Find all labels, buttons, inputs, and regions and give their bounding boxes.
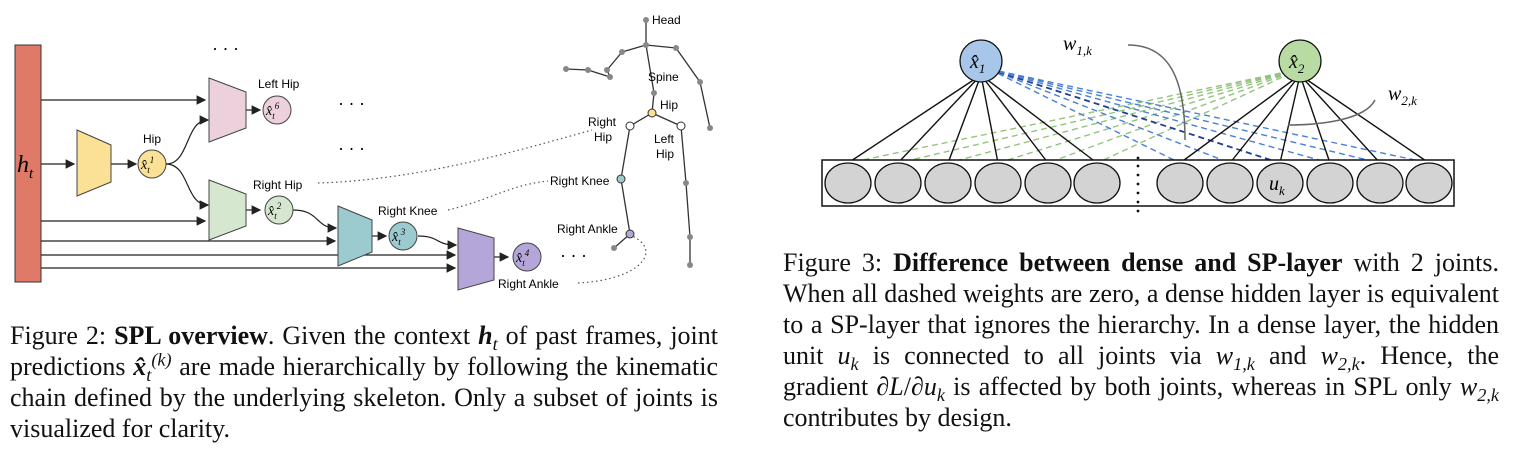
skel-left-hip-1: Left (654, 132, 675, 146)
svg-text:x̂t1: x̂t1 (140, 155, 154, 175)
pred-right-knee: x̂t3 (388, 221, 418, 251)
weight-x2-right-2 (1279, 74, 1301, 164)
left-hip-block (208, 77, 247, 143)
svg-text:x̂1: x̂1 (969, 51, 985, 76)
weight-x1-left-3 (980, 74, 999, 164)
weight-x1-right-1 (988, 68, 1231, 164)
context-label: ht (17, 152, 34, 182)
right-hip-block (208, 179, 247, 241)
weight-x1-left-5 (980, 74, 1098, 164)
hidden-unit (1405, 162, 1453, 204)
uk-label: uk (1269, 173, 1285, 198)
hip-block (76, 129, 112, 197)
skel-right-ankle: Right Ankle (557, 222, 618, 236)
label-left-hip: Left Hip (258, 77, 300, 91)
context-bar (14, 44, 42, 283)
weight-x2-right-3 (1299, 74, 1331, 164)
hidden-unit (1156, 162, 1204, 204)
hidden-unit (974, 162, 1022, 204)
svg-text:x̂t6: x̂t6 (265, 101, 280, 121)
pred-right-ankle: x̂t4 (512, 242, 542, 272)
hidden-unit (1306, 162, 1354, 204)
weight-x1-right-2 (988, 68, 1281, 164)
skel-right-knee: Right Knee (550, 174, 610, 188)
weight-x1-left-1 (897, 74, 982, 164)
pred-left-hip: x̂t6 (262, 95, 292, 125)
weight-x2-left-5 (1096, 68, 1301, 164)
figure2-diagram: ht x̂t1 x̂t6 x̂t2 x̂t3 (14, 13, 713, 291)
w2k-label: w2,k (1388, 83, 1417, 108)
hidden-unit (874, 162, 922, 204)
ellipsis-mid1: · · · (338, 94, 365, 114)
weight-x1-right-3 (988, 68, 1331, 164)
skel-right-hip-2: Hip (594, 130, 612, 144)
hidden-unit (824, 162, 872, 204)
svg-text:x̂t2: x̂t2 (267, 201, 282, 221)
ellipsis-top: · · · (212, 39, 239, 59)
skel-spine: Spine (648, 70, 679, 84)
pred-hip: x̂t1 (137, 149, 167, 179)
hidden-unit (1024, 162, 1072, 204)
weight-x2-left-1 (897, 68, 1301, 164)
skel-left-hip-2: Hip (656, 147, 674, 161)
hidden-unit (1206, 162, 1254, 204)
ellipsis-mid2: · · · (338, 139, 365, 159)
weight-x2-left-2 (947, 68, 1301, 164)
skel-right-hip-1: Right (588, 115, 617, 129)
weight-x2-right-4 (1299, 74, 1381, 164)
weight-x2-right-0 (1179, 74, 1301, 164)
weight-x2-left-3 (997, 68, 1301, 164)
right-ankle-block (457, 227, 495, 291)
right-knee-block (337, 205, 373, 267)
svg-text:x̂2: x̂2 (1288, 51, 1305, 76)
pred-right-hip: x̂t2 (264, 195, 294, 225)
hidden-unit (1356, 162, 1404, 204)
ellipsis-right: · · · (560, 246, 587, 266)
hidden-unit (1256, 162, 1304, 204)
figure3-diagram: uk x̂1 x̂2 w1,k w2,k (821, 33, 1455, 213)
w1k-label: w1,k (1063, 33, 1092, 58)
figure2-caption: Figure 2: SPL overview. Given the contex… (10, 321, 718, 443)
hidden-unit (1073, 162, 1121, 204)
figure3-caption: Figure 3: Difference between dense and S… (783, 248, 1500, 432)
svg-text:x̂t4: x̂t4 (515, 248, 530, 268)
weight-x1-left-2 (947, 74, 982, 164)
weight-x2-left-0 (847, 68, 1301, 164)
joint-x2: x̂2 (1278, 39, 1322, 83)
weight-x1-right-0 (988, 68, 1181, 164)
weight-x2-right-1 (1229, 74, 1301, 164)
skeleton (565, 20, 711, 265)
skel-head: Head (652, 13, 681, 27)
skel-hip: Hip (660, 98, 678, 112)
weight-x1-left-0 (847, 74, 982, 164)
label-right-ankle: Right Ankle (498, 277, 559, 291)
label-hip: Hip (143, 132, 161, 146)
weight-x1-left-4 (980, 74, 1049, 164)
weight-x2-left-4 (1047, 68, 1301, 164)
label-right-hip: Right Hip (253, 178, 303, 192)
svg-text:x̂t3: x̂t3 (391, 227, 406, 247)
joint-x1: x̂1 (959, 39, 1003, 83)
weight-x2-right-5 (1299, 74, 1430, 164)
label-right-knee: Right Knee (378, 204, 438, 218)
weight-x1-right-5 (988, 68, 1430, 164)
hidden-unit (924, 162, 972, 204)
